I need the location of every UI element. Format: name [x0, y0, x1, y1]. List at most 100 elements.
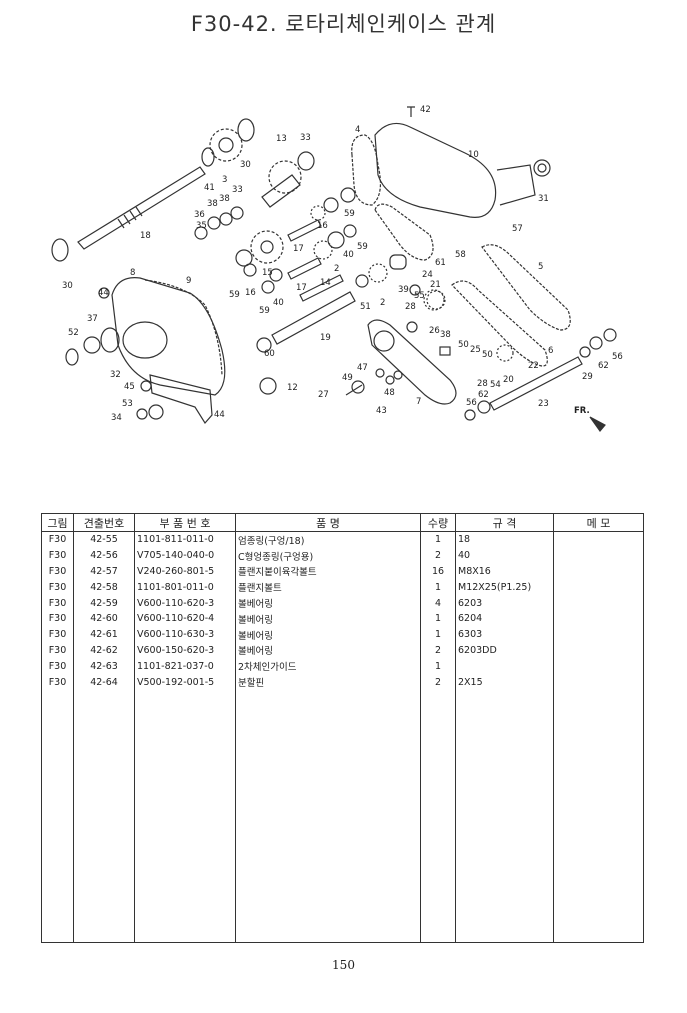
- cell-qty: 1: [420, 626, 456, 643]
- cell-part-no: V500-192-001-5: [134, 674, 236, 690]
- cell-memo: [553, 579, 644, 596]
- svg-text:13: 13: [276, 134, 287, 144]
- cell-ref-no: 42-60: [73, 610, 135, 627]
- cell-memo: [553, 547, 644, 564]
- cell-memo: [553, 658, 644, 675]
- col-header-part-no: 부 품 번 호: [134, 513, 236, 532]
- cell-part-name: 플랜지붙이육각볼트: [235, 563, 421, 580]
- cell-part-name: 볼베어링: [235, 642, 421, 659]
- svg-text:6: 6: [548, 346, 553, 356]
- svg-text:57: 57: [512, 224, 523, 234]
- page-title: F30-42. 로타리체인케이스 관계: [190, 12, 497, 36]
- svg-text:9: 9: [186, 276, 191, 286]
- svg-text:51: 51: [360, 302, 371, 312]
- svg-text:59: 59: [229, 290, 240, 300]
- cell-part-name: 2차체인가이드: [235, 658, 421, 675]
- svg-text:38: 38: [440, 330, 451, 340]
- cell-part-name: 볼베어링: [235, 610, 421, 627]
- table-row: F30 42-63 1101-821-037-0 2차체인가이드 1: [41, 658, 644, 675]
- svg-text:17: 17: [293, 244, 304, 254]
- svg-text:31: 31: [538, 194, 549, 204]
- table-header-row: 그림 견출번호 부 품 번 호 품 명 수량 규 격 메 모: [41, 513, 644, 532]
- svg-text:50: 50: [458, 340, 469, 350]
- cell-qty: 16: [420, 563, 456, 580]
- svg-text:62: 62: [598, 361, 609, 371]
- cell-figure: F30: [41, 610, 74, 627]
- svg-text:4: 4: [355, 125, 360, 135]
- svg-text:25: 25: [470, 345, 481, 355]
- svg-text:8: 8: [130, 268, 135, 278]
- svg-text:38: 38: [219, 194, 230, 204]
- cell-spec: 6204: [455, 610, 554, 627]
- svg-text:12: 12: [287, 383, 298, 393]
- cell-figure: F30: [41, 531, 74, 548]
- col-header-qty: 수량: [420, 513, 456, 532]
- cell-ref-no: 42-55: [73, 531, 135, 548]
- svg-text:35: 35: [196, 221, 207, 231]
- svg-text:59: 59: [259, 306, 270, 316]
- cell-part-no: 1101-801-011-0: [134, 579, 236, 596]
- svg-text:60: 60: [264, 349, 275, 359]
- cell-part-no: V600-110-630-3: [134, 626, 236, 643]
- cell-ref-no: 42-62: [73, 642, 135, 659]
- table-row: F30 42-59 V600-110-620-3 볼베어링 4 6203: [41, 595, 644, 611]
- cell-memo: [553, 626, 644, 643]
- svg-text:33: 33: [232, 185, 243, 195]
- cell-spec: 40: [455, 547, 554, 564]
- svg-text:2: 2: [380, 298, 385, 308]
- svg-text:59: 59: [344, 209, 355, 219]
- table-row: F30 42-61 V600-110-630-3 볼베어링 1 6303: [41, 626, 644, 643]
- svg-text:16: 16: [245, 288, 256, 298]
- cell-part-name: 플랜지볼트: [235, 579, 421, 596]
- svg-text:2: 2: [334, 264, 339, 274]
- cell-part-no: V600-110-620-4: [134, 610, 236, 627]
- svg-text:42: 42: [420, 105, 431, 115]
- col-header-part-name: 품 명: [235, 513, 421, 532]
- svg-text:48: 48: [384, 388, 395, 398]
- cell-figure: F30: [41, 563, 74, 580]
- svg-text:58: 58: [455, 250, 466, 260]
- table-row: F30 42-56 V705-140-040-0 C형엉종링(구엉용) 2 40: [41, 547, 644, 564]
- svg-text:44: 44: [214, 410, 225, 420]
- cell-part-name: 볼베어링: [235, 595, 421, 611]
- svg-text:45: 45: [124, 382, 135, 392]
- svg-text:26: 26: [429, 326, 440, 336]
- svg-text:16: 16: [317, 221, 328, 231]
- cell-figure: F30: [41, 658, 74, 675]
- svg-text:30: 30: [62, 281, 73, 291]
- cell-figure: F30: [41, 547, 74, 564]
- table-row: F30 42-55 1101-811-011-0 엄종링(구엉/18) 1 18: [41, 531, 644, 548]
- cell-part-no: 1101-821-037-0: [134, 658, 236, 675]
- col-header-spec: 규 격: [455, 513, 554, 532]
- svg-text:29: 29: [582, 372, 593, 382]
- svg-text:17: 17: [296, 283, 307, 293]
- svg-text:52: 52: [68, 328, 79, 338]
- cell-memo: [553, 610, 644, 627]
- table-filler-row: [41, 689, 644, 943]
- svg-text:50: 50: [482, 350, 493, 360]
- table-row: F30 42-64 V500-192-001-5 분할핀 2 2X15: [41, 674, 644, 690]
- svg-text:38: 38: [207, 199, 218, 209]
- svg-text:39: 39: [398, 285, 409, 295]
- svg-text:28: 28: [477, 379, 488, 389]
- direction-label: FR.: [574, 406, 590, 416]
- cell-qty: 1: [420, 658, 456, 675]
- cell-ref-no: 42-56: [73, 547, 135, 564]
- svg-text:53: 53: [122, 399, 133, 409]
- svg-text:34: 34: [111, 413, 122, 423]
- svg-text:54: 54: [490, 380, 501, 390]
- cell-qty: 1: [420, 610, 456, 627]
- svg-text:21: 21: [430, 280, 441, 290]
- cell-memo: [553, 674, 644, 690]
- svg-text:40: 40: [343, 250, 354, 260]
- svg-text:24: 24: [422, 270, 433, 280]
- cell-qty: 1: [420, 531, 456, 548]
- cell-qty: 2: [420, 674, 456, 690]
- svg-text:59: 59: [357, 242, 368, 252]
- cell-spec: 18: [455, 531, 554, 548]
- cell-qty: 1: [420, 579, 456, 596]
- cell-qty: 4: [420, 595, 456, 611]
- svg-text:62: 62: [478, 390, 489, 400]
- cell-part-no: V600-110-620-3: [134, 595, 236, 611]
